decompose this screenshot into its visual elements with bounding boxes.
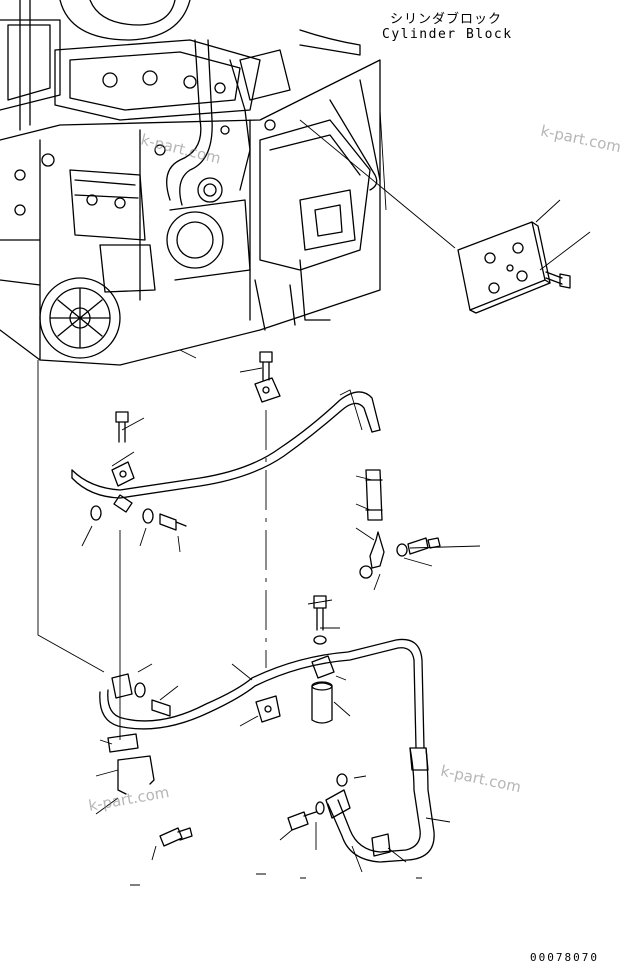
cylinder-block-label-en: Cylinder Block xyxy=(382,27,513,42)
leader-lines xyxy=(37,109,591,873)
bottom-ticks xyxy=(130,873,422,886)
lower-oil-tube xyxy=(99,638,435,863)
cylinder-block-assembly xyxy=(0,0,381,366)
cover-plate xyxy=(457,221,551,314)
upper-oil-tube xyxy=(71,391,381,499)
cylinder-block-label-jp: シリンダブロック xyxy=(390,12,503,27)
lower-fittings xyxy=(107,595,348,847)
plate-bolt xyxy=(545,271,571,289)
part-number: 00078070 xyxy=(530,951,599,964)
upper-bolts xyxy=(90,351,441,579)
upper-clamps xyxy=(111,377,281,513)
